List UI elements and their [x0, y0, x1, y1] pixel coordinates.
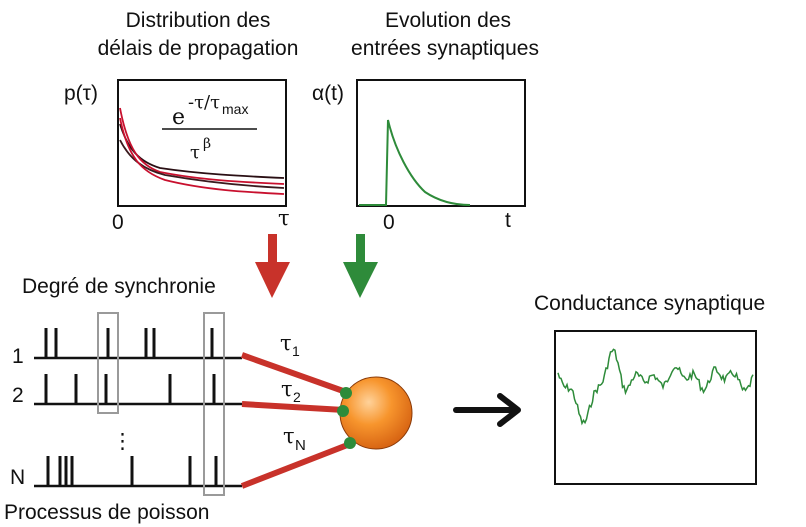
synaptic-title-line2: entrées synaptiques — [351, 37, 539, 60]
synaptic-title-line1: Evolution des — [385, 9, 511, 32]
red-down-arrow — [255, 234, 290, 298]
conductance-plot-frame — [554, 330, 757, 485]
delay-curve-2 — [119, 107, 285, 185]
neuron: τ 1 τ 2 τ N — [240, 331, 413, 489]
spike-row-label-N: N — [10, 466, 25, 489]
synapse-N — [344, 437, 356, 449]
formula-numerator-exponent: -τ/τ — [188, 92, 220, 113]
delays-plot-frame — [117, 79, 287, 207]
delays-ylabel: p(τ) — [64, 82, 98, 105]
formula-denominator-base: τ — [190, 142, 200, 163]
formula-denominator-exponent: β — [203, 136, 211, 152]
delay-label-N: τ — [283, 424, 295, 448]
synaptic-x-origin: 0 — [383, 211, 395, 234]
dendrite-2 — [241, 401, 345, 413]
delays-title-line2: délais de propagation — [98, 37, 299, 60]
synaptic-x-label: t — [505, 209, 511, 232]
green-down-arrow — [343, 234, 378, 298]
delay-curve-4 — [119, 117, 285, 195]
dendrite-N — [240, 441, 352, 489]
delay-label-2-sub: 2 — [293, 389, 301, 405]
synaptic-alpha-curve — [359, 119, 471, 206]
delay-distribution-panel: Distribution des délais de propagation p… — [64, 9, 298, 234]
delays-x-label: τ — [278, 206, 290, 230]
formula-numerator-base: e — [172, 105, 185, 130]
ellipsis: ⋮ — [112, 430, 133, 453]
synchrony-box-2 — [203, 312, 225, 496]
synchrony-label: Degré de synchronie — [22, 275, 216, 298]
black-right-arrow — [453, 393, 521, 427]
poisson-label: Processus de poisson — [4, 501, 209, 524]
delays-x-origin: 0 — [112, 211, 124, 234]
delay-label-1: τ — [280, 331, 292, 355]
formula-numerator-subscript: max — [222, 101, 248, 117]
synaptic-plot-frame — [356, 79, 526, 207]
spike-row-label-1: 1 — [12, 345, 24, 368]
delay-curve-3 — [119, 139, 285, 189]
synaptic-ylabel: α(t) — [312, 82, 344, 105]
synchrony-box-1 — [97, 312, 119, 414]
synaptic-input-panel: Evolution des entrées synaptiques α(t) 0… — [312, 9, 539, 234]
spike-trains: Degré de synchronie 1 2 N ⋮ Processus de… — [4, 275, 242, 524]
spike-rows — [34, 328, 242, 488]
dendrite-1 — [240, 352, 348, 395]
synapse-1 — [340, 387, 352, 399]
spike-row-label-2: 2 — [12, 384, 24, 407]
delay-label-2: τ — [281, 377, 293, 401]
conductance-title: Conductance synaptique — [534, 292, 765, 315]
delay-curve-1 — [119, 123, 285, 179]
synapse-2 — [337, 405, 349, 417]
delays-title-line1: Distribution des — [126, 9, 271, 32]
delay-label-N-sub: N — [295, 437, 306, 454]
conductance-trace — [557, 348, 754, 426]
delay-label-1-sub: 1 — [292, 343, 300, 359]
conductance-panel: Conductance synaptique — [534, 292, 765, 485]
